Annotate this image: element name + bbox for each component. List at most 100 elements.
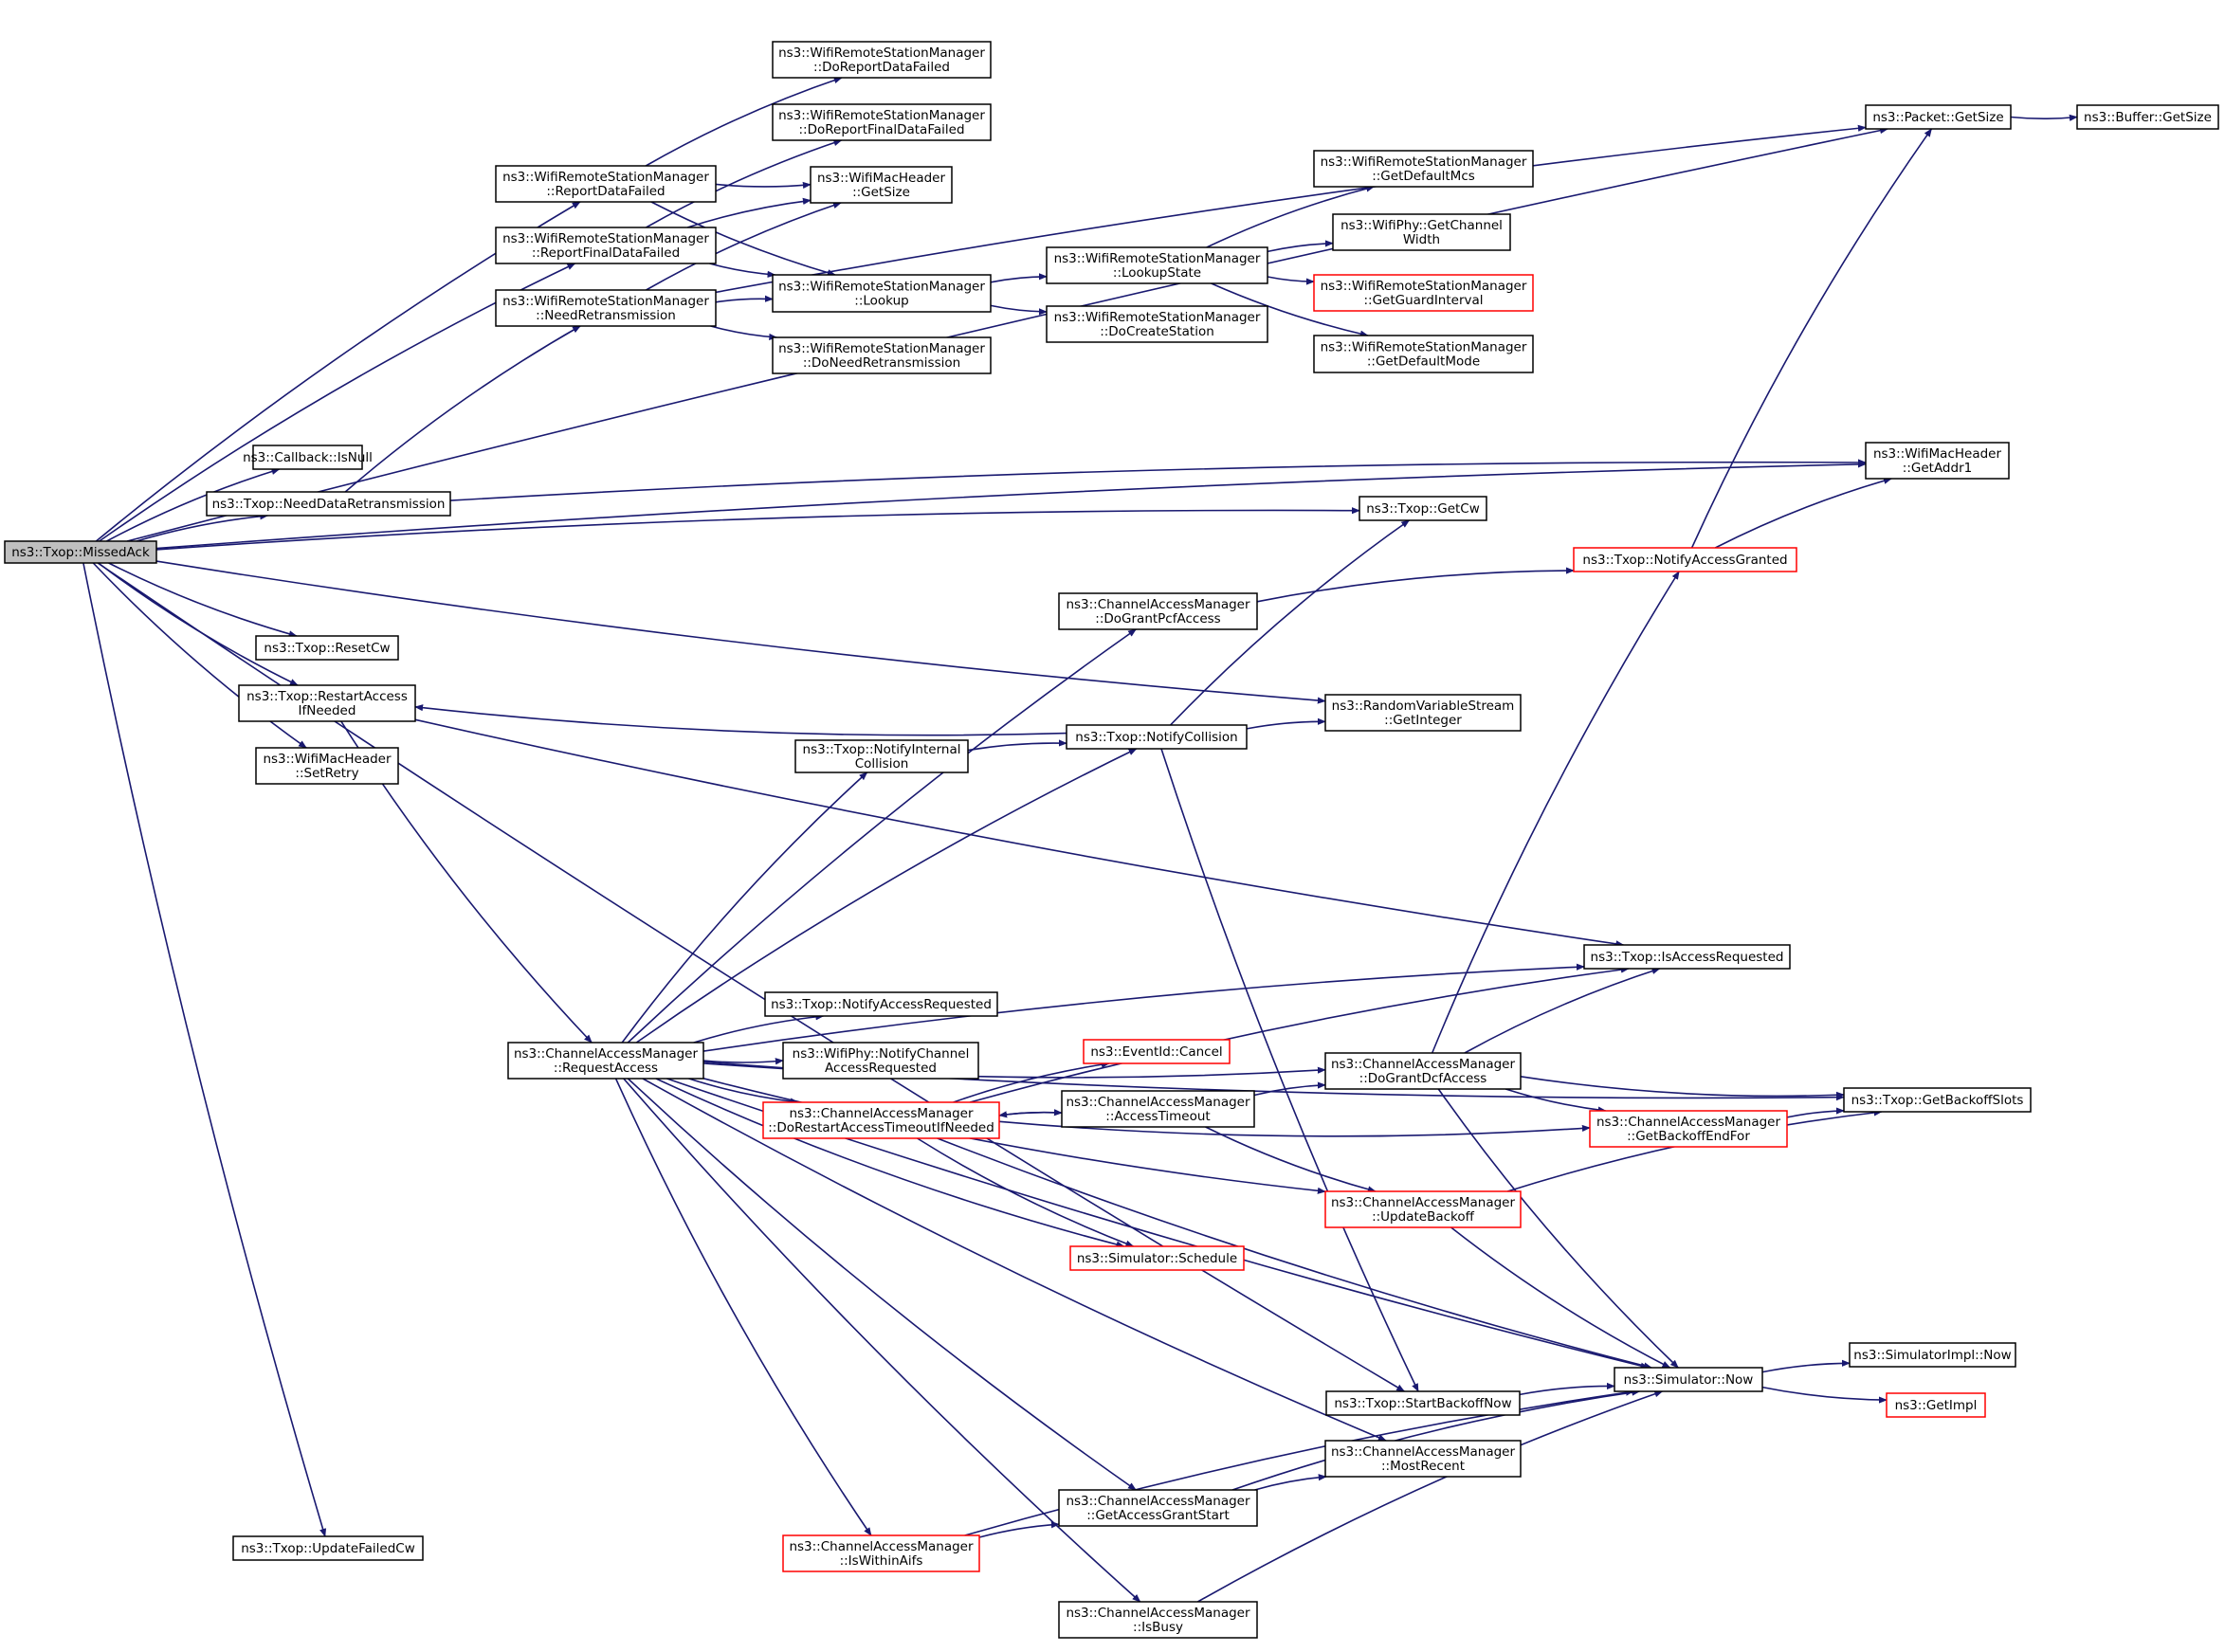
node-wifiremotestationmanager-doneedretransmission[interactable]: ns3::WifiRemoteStationManager::DoNeedRet… <box>772 336 992 374</box>
node-label: ns3::Txop::GetBackoffSlots <box>1851 1093 2024 1108</box>
node-label: ns3::WifiRemoteStationManager <box>1054 310 1261 325</box>
node-label: ns3::WifiRemoteStationManager <box>778 341 985 356</box>
node-simulator-now[interactable]: ns3::Simulator::Now <box>1614 1367 1763 1392</box>
node-buffer-getsize[interactable]: ns3::Buffer::GetSize <box>2076 104 2219 130</box>
edge-txop-missedack-to-txop-getcw <box>155 507 1360 551</box>
node-wifimacheader-getaddr1[interactable]: ns3::WifiMacHeader::GetAddr1 <box>1865 442 2010 480</box>
node-txop-notifyaccessrequested[interactable]: ns3::Txop::NotifyAccessRequested <box>764 991 998 1017</box>
node-label: ::GetInteger <box>1384 713 1462 728</box>
node-callback-isnull[interactable]: ns3::Callback::IsNull <box>243 445 373 470</box>
node-label: ::NeedRetransmission <box>536 308 676 323</box>
edge-txop-notifyinternalcollision-to-txop-notifycollision <box>967 739 1067 752</box>
node-txop-notifycollision[interactable]: ns3::Txop::NotifyCollision <box>1066 724 1248 750</box>
node-wifimacheader-getsize[interactable]: ns3::WifiMacHeader::GetSize <box>810 166 953 204</box>
edge-channelaccessmanager-requestaccess-to-channelaccessmanager-iswithinaifs <box>614 1078 872 1536</box>
node-eventid-cancel[interactable]: ns3::EventId::Cancel <box>1083 1039 1231 1064</box>
node-channelaccessmanager-requestaccess[interactable]: ns3::ChannelAccessManager::RequestAccess <box>507 1042 704 1080</box>
edge-channelaccessmanager-updatebackoff-to-simulator-now <box>1450 1226 1671 1369</box>
node-wifiremotestationmanager-doreportdatafailed[interactable]: ns3::WifiRemoteStationManager::DoReportD… <box>772 41 992 79</box>
edge-txop-missedack-to-callback-isnull <box>106 467 281 542</box>
node-label: ::GetSize <box>852 185 910 200</box>
edge-txop-notifycollision-to-txop-getcw <box>1170 519 1411 726</box>
node-label: AccessRequested <box>825 1061 937 1076</box>
node-simulatorimpl-now[interactable]: ns3::SimulatorImpl::Now <box>1849 1342 2016 1368</box>
node-txop-needdataretransmission[interactable]: ns3::Txop::NeedDataRetransmission <box>206 491 451 517</box>
node-getimpl[interactable]: ns3::GetImpl <box>1886 1392 1986 1418</box>
node-channelaccessmanager-mostrecent[interactable]: ns3::ChannelAccessManager::MostRecent <box>1324 1440 1522 1478</box>
node-randomvariablestream-getinteger[interactable]: ns3::RandomVariableStream::GetInteger <box>1324 694 1522 732</box>
node-wifiphy-notifychannelaccessrequested[interactable]: ns3::WifiPhy::NotifyChannelAccessRequest… <box>782 1042 979 1080</box>
node-txop-getcw[interactable]: ns3::Txop::GetCw <box>1359 496 1487 521</box>
node-box <box>495 165 717 203</box>
node-box <box>1069 1245 1245 1271</box>
node-channelaccessmanager-dorestartaccesstimeoutifneeded[interactable]: ns3::ChannelAccessManager::DoRestartAcce… <box>762 1101 1000 1139</box>
node-label: ns3::Txop::RestartAccess <box>246 689 408 704</box>
node-channelaccessmanager-dograntpcfaccess[interactable]: ns3::ChannelAccessManager::DoGrantPcfAcc… <box>1058 592 1258 630</box>
node-channelaccessmanager-dograntdcfaccess[interactable]: ns3::ChannelAccessManager::DoGrantDcfAcc… <box>1324 1052 1522 1090</box>
node-box <box>255 747 399 785</box>
node-wifimacheader-setretry[interactable]: ns3::WifiMacHeader::SetRetry <box>255 747 399 785</box>
node-label: ::DoGrantPcfAccess <box>1095 611 1220 626</box>
node-txop-getbackoffslots[interactable]: ns3::Txop::GetBackoffSlots <box>1843 1087 2032 1113</box>
node-box <box>1061 1090 1255 1128</box>
edge-wifiremotestationmanager-needretransmission-to-wifiremotestationmanager-doneedretransmission <box>710 325 778 340</box>
node-txop-missedack[interactable]: ns3::Txop::MissedAck <box>4 540 157 564</box>
node-label: ns3::WifiMacHeader <box>263 752 392 767</box>
node-label: ::ReportFinalDataFailed <box>532 245 680 261</box>
node-packet-getsize[interactable]: ns3::Packet::GetSize <box>1865 104 2012 130</box>
edge-wifiremotestationmanager-reportdatafailed-to-wifiremotestationmanager-doreportdatafailed <box>645 77 843 167</box>
node-wifiremotestationmanager-reportdatafailed[interactable]: ns3::WifiRemoteStationManager::ReportDat… <box>495 165 717 203</box>
edge-wifiremotestationmanager-reportdatafailed-to-wifimacheader-getsize <box>715 181 812 190</box>
node-wifiremotestationmanager-reportfinaldatafailed[interactable]: ns3::WifiRemoteStationManager::ReportFin… <box>495 227 717 264</box>
node-channelaccessmanager-getbackoffendfor[interactable]: ns3::ChannelAccessManager::GetBackoffEnd… <box>1589 1110 1788 1148</box>
node-txop-notifyaccessgranted[interactable]: ns3::Txop::NotifyAccessGranted <box>1573 547 1797 572</box>
node-channelaccessmanager-updatebackoff[interactable]: ns3::ChannelAccessManager::UpdateBackoff <box>1324 1190 1522 1228</box>
edge-txop-missedack-to-txop-restartaccessifneeded <box>98 562 299 686</box>
edge-channelaccessmanager-getaccessgrantstart-to-simulator-now <box>1231 1389 1641 1491</box>
node-label: ns3::Packet::GetSize <box>1872 110 2003 125</box>
edge-wifiremotestationmanager-reportfinaldatafailed-to-wifiremotestationmanager-lookup <box>709 263 776 278</box>
node-wifiremotestationmanager-getdefaultmode[interactable]: ns3::WifiRemoteStationManager::GetDefaul… <box>1313 335 1534 373</box>
node-label: ns3::WifiRemoteStationManager <box>778 45 985 61</box>
edge-channelaccessmanager-requestaccess-to-txop-notifyinternalcollision <box>621 772 868 1044</box>
edge-channelaccessmanager-dorestartaccesstimeoutifneeded-to-eventid-cancel <box>953 1061 1110 1103</box>
edge-txop-notifyaccessgranted-to-packet-getsize <box>1690 128 1933 549</box>
node-label: ns3::Txop::MissedAck <box>11 545 150 560</box>
node-wifiremotestationmanager-getguardinterval[interactable]: ns3::WifiRemoteStationManager::GetGuardI… <box>1313 274 1534 312</box>
node-txop-resetcw[interactable]: ns3::Txop::ResetCw <box>255 635 399 661</box>
node-label: ns3::WifiRemoteStationManager <box>1321 154 1527 170</box>
node-simulator-schedule[interactable]: ns3::Simulator::Schedule <box>1069 1245 1245 1271</box>
node-label: ns3::Txop::NotifyAccessGranted <box>1582 553 1787 568</box>
edge-txop-notifycollision-to-randomvariablestream-getinteger <box>1246 717 1326 730</box>
node-wifiremotestationmanager-lookup[interactable]: ns3::WifiRemoteStationManager::Lookup <box>772 274 992 313</box>
node-wifiremotestationmanager-lookupstate[interactable]: ns3::WifiRemoteStationManager::LookupSta… <box>1046 246 1268 284</box>
node-txop-updatefailedcw[interactable]: ns3::Txop::UpdateFailedCw <box>232 1535 424 1561</box>
node-channelaccessmanager-accesstimeout[interactable]: ns3::ChannelAccessManager::AccessTimeout <box>1061 1090 1255 1128</box>
node-wifiremotestationmanager-docreatestation[interactable]: ns3::WifiRemoteStationManager::DoCreateS… <box>1046 305 1268 343</box>
node-label: ns3::ChannelAccessManager <box>789 1539 974 1554</box>
node-txop-isaccessrequested[interactable]: ns3::Txop::IsAccessRequested <box>1583 944 1791 970</box>
node-label: ns3::ChannelAccessManager <box>1066 1095 1250 1110</box>
edge-txop-missedack-to-txop-resetcw <box>108 562 298 638</box>
node-channelaccessmanager-isbusy[interactable]: ns3::ChannelAccessManager::IsBusy <box>1058 1601 1258 1639</box>
node-wifiremotestationmanager-needretransmission[interactable]: ns3::WifiRemoteStationManager::NeedRetra… <box>495 289 717 327</box>
node-box <box>495 289 717 327</box>
node-box <box>1066 724 1248 750</box>
edge-txop-restartaccessifneeded-to-txop-isaccessrequested <box>414 718 1625 948</box>
node-channelaccessmanager-getaccessgrantstart[interactable]: ns3::ChannelAccessManager::GetAccessGran… <box>1058 1489 1258 1527</box>
edge-channelaccessmanager-requestaccess-to-channelaccessmanager-dograntpcfaccess <box>627 628 1137 1044</box>
edge-channelaccessmanager-getaccessgrantstart-to-channelaccessmanager-mostrecent <box>1254 1474 1327 1491</box>
node-box <box>255 635 399 661</box>
edge-channelaccessmanager-requestaccess-to-channelaccessmanager-isbusy <box>623 1078 1141 1603</box>
edge-channelaccessmanager-iswithinaifs-to-channelaccessmanager-getaccessgrantstart <box>978 1521 1060 1538</box>
edge-wifiremotestationmanager-needretransmission-to-wifiremotestationmanager-lookup <box>715 295 774 303</box>
node-wifiremotestationmanager-getdefaultmcs[interactable]: ns3::WifiRemoteStationManager::GetDefaul… <box>1313 150 1534 188</box>
node-wifiremotestationmanager-doreportfinaldatafailed[interactable]: ns3::WifiRemoteStationManager::DoReportF… <box>772 103 992 141</box>
node-channelaccessmanager-iswithinaifs[interactable]: ns3::ChannelAccessManager::IsWithinAifs <box>782 1534 980 1572</box>
node-label: ns3::Txop::NotifyAccessRequested <box>771 997 992 1012</box>
node-txop-startbackoffnow[interactable]: ns3::Txop::StartBackoffNow <box>1325 1390 1521 1416</box>
